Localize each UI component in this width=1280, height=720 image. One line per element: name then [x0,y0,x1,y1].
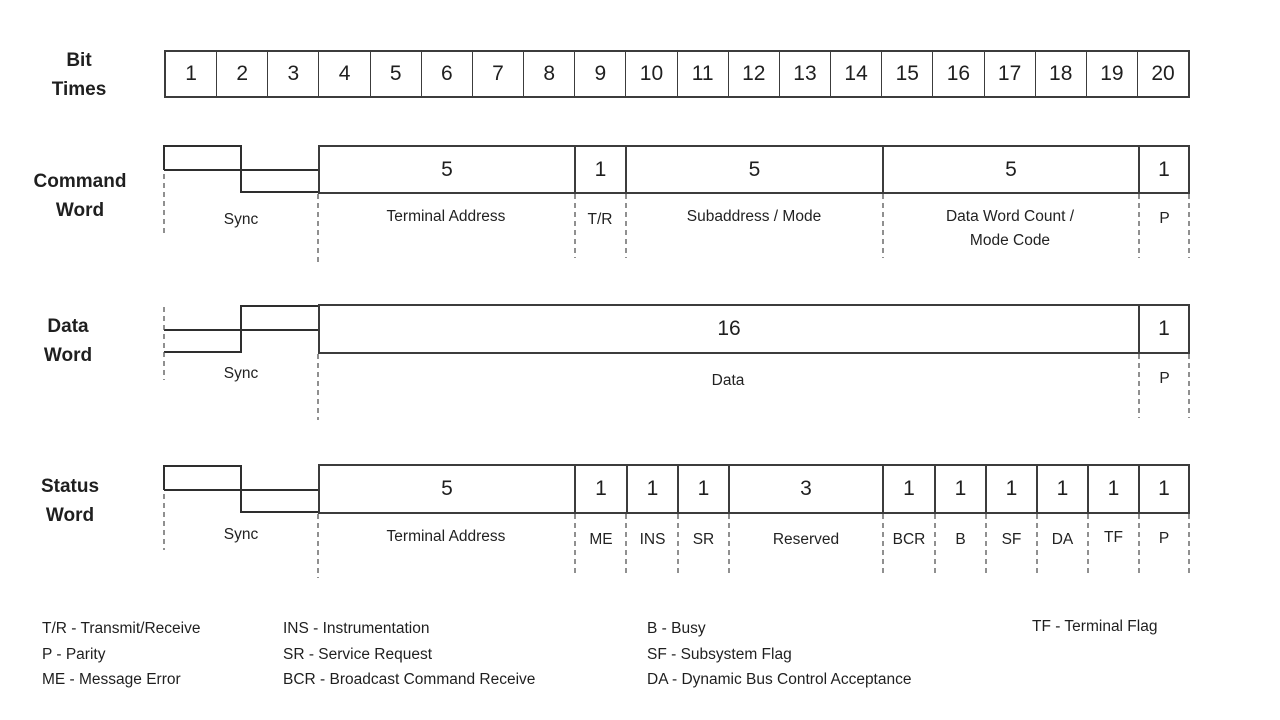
bit-time-cell: 9 [574,52,625,96]
bit-time-cell: 5 [369,52,421,96]
data-sync-label: Sync [223,365,259,382]
status-sr-cell: 1 [677,464,730,514]
status-sync-waveform [163,465,318,513]
data-data-label: Data [711,372,745,389]
status-da-label: DA [1051,531,1074,548]
bit-time-cell: 20 [1136,52,1188,96]
command-tr-label: T/R [587,211,613,228]
status-terminal-address-cell: 5 [318,464,576,514]
status-bcr-cell: 1 [882,464,936,514]
status-tf-cell: 1 [1087,464,1140,514]
bit-time-cell: 11 [676,52,728,96]
data-sync-waveform [164,305,318,353]
legend-column-2: INS - Instrumentation SR - Service Reque… [283,616,535,693]
bit-time-cell: 2 [216,52,267,96]
bit-time-cell: 12 [727,52,779,96]
status-word-label: Status Word [40,476,100,526]
command-word-count-cell: 5 [882,145,1140,194]
bit-time-cell: 18 [1034,52,1086,96]
bit-time-cell: 13 [778,52,830,96]
data-parity-label: P [1159,370,1170,387]
legend-item: T/R - Transmit/Receive [42,620,201,637]
command-terminal-address-cell: 5 [318,145,576,194]
legend-item: P - Parity [42,645,106,663]
status-da-cell: 1 [1036,464,1089,514]
command-subaddress-cell: 5 [625,145,884,194]
status-sf-label: SF [1001,531,1022,548]
legend-column-1: T/R - Transmit/Receive P - Parity ME - M… [42,616,200,693]
bit-times-label: Bit Times [51,50,107,100]
bit-time-cell: 7 [471,52,523,96]
status-me-label: ME [589,531,613,548]
legend-item: ME - Message Error [42,671,181,688]
bit-time-cell: 16 [932,52,983,96]
bit-time-cell: 19 [1085,52,1137,96]
status-sync-label: Sync [223,526,259,543]
legend-column-4: TF - Terminal Flag [1032,614,1157,640]
status-tf-label: TF [1104,529,1123,546]
bit-time-cell: 3 [267,52,318,96]
status-reserved-cell: 3 [728,464,884,514]
status-ins-label: INS [639,531,666,548]
bit-time-cell: 17 [983,52,1035,96]
data-word-label: Data Word [43,316,93,366]
command-subaddress-label: Subaddress / Mode [686,208,822,225]
bit-time-cell: 6 [420,52,472,96]
command-word-label: Command Word [33,171,127,221]
legend-item: SR - Service Request [283,645,433,663]
bit-times-row: 1 2 3 4 5 6 7 8 9 10 11 12 13 14 15 16 1… [164,50,1190,98]
status-reserved-label: Reserved [772,531,840,548]
data-data-cell: 16 [318,304,1140,354]
data-parity-cell: 1 [1138,304,1190,354]
legend-item: TF - Terminal Flag [1032,618,1158,635]
command-parity-label: P [1159,210,1170,227]
command-terminal-address-label: Terminal Address [386,208,506,225]
status-me-cell: 1 [574,464,628,514]
status-b-label: B [955,531,966,548]
bit-time-cell: 10 [625,52,676,96]
legend-column-3: B - Busy SF - Subsystem Flag DA - Dynami… [647,616,911,693]
status-b-cell: 1 [934,464,987,514]
legend-item: INS - Instrumentation [283,620,430,637]
bit-time-cell: 15 [881,52,932,96]
bit-time-cell: 14 [830,52,881,96]
status-terminal-address-label: Terminal Address [386,528,506,545]
bit-time-cell: 8 [523,52,574,96]
legend-item: DA - Dynamic Bus Control Acceptance [647,671,912,688]
command-tr-cell: 1 [574,145,627,194]
command-word-count-label: Data Word Count / Mode Code [945,208,1075,249]
bit-time-cell: 1 [185,62,197,85]
status-ins-cell: 1 [626,464,679,514]
status-parity-cell: 1 [1138,464,1190,514]
status-sr-label: SR [692,531,715,548]
legend-item: SF - Subsystem Flag [647,645,792,663]
command-parity-cell: 1 [1138,145,1190,194]
command-sync-label: Sync [223,211,259,228]
legend-item: B - Busy [647,620,706,637]
command-sync-waveform [163,145,318,193]
status-parity-label: P [1158,530,1170,547]
bit-time-cell: 4 [318,52,369,96]
legend-item: BCR - Broadcast Command Receive [283,671,536,688]
status-bcr-label: BCR [892,531,926,548]
status-sf-cell: 1 [985,464,1038,514]
